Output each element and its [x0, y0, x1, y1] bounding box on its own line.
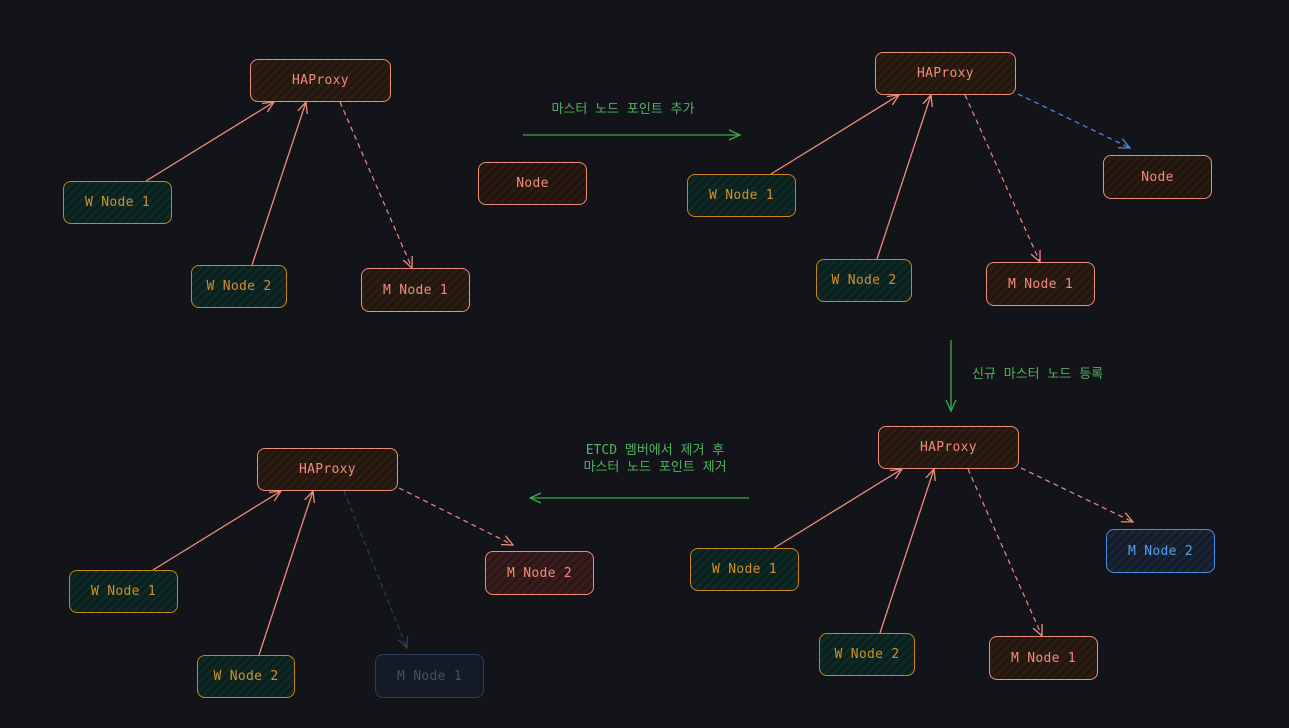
- p3-worker-node-1[interactable]: W Node 1: [690, 548, 799, 591]
- p1-w2-to-haproxy-arrow: [251, 102, 306, 266]
- p2-worker-node-1[interactable]: W Node 1: [687, 174, 796, 217]
- p2-haproxy-label: HAProxy: [917, 66, 974, 81]
- standalone-new-node[interactable]: Node: [478, 162, 587, 205]
- p2-new-node-label: Node: [1141, 169, 1174, 185]
- p3-haproxy-node[interactable]: HAProxy: [878, 426, 1019, 469]
- p4-worker-node-1[interactable]: W Node 1: [69, 570, 178, 613]
- step1-label: 마스터 노드 포인트 추가: [551, 102, 695, 117]
- p2-master-node-1-label: M Node 1: [1007, 276, 1073, 292]
- p4-master-node-1-removed[interactable]: M Node 1: [375, 654, 484, 698]
- step3-label: ETCD 멤버에서 제거 후 마스터 노드 포인트 제거: [560, 442, 750, 476]
- p1-master-node-1-label: M Node 1: [382, 282, 448, 298]
- step3-label-line1: ETCD 멤버에서 제거 후: [585, 443, 725, 458]
- p1-worker-node-1-label: W Node 1: [84, 195, 150, 210]
- p1-haproxy-label: HAProxy: [292, 73, 349, 88]
- p2-haproxy-to-node-arrow: [1017, 93, 1130, 148]
- p3-worker-node-2[interactable]: W Node 2: [819, 633, 915, 676]
- p4-haproxy-to-m2-arrow: [398, 487, 513, 545]
- p4-worker-node-2[interactable]: W Node 2: [197, 655, 295, 698]
- p1-worker-node-2-label: W Node 2: [206, 279, 272, 294]
- step2-label: 신규 마스터 노드 등록: [972, 367, 1104, 382]
- p3-haproxy-to-m1-arrow: [967, 468, 1042, 636]
- p4-w2-to-haproxy-arrow: [258, 491, 313, 656]
- p3-master-node-1[interactable]: M Node 1: [989, 636, 1098, 680]
- p4-master-node-1-label: M Node 1: [396, 668, 462, 684]
- p4-haproxy-to-m1-faded-arrow: [343, 490, 407, 648]
- p1-haproxy-node[interactable]: HAProxy: [250, 59, 391, 102]
- p1-w1-to-haproxy-arrow: [145, 102, 274, 182]
- p3-master-node-2[interactable]: M Node 2: [1106, 529, 1215, 573]
- p2-w2-to-haproxy-arrow: [876, 95, 931, 260]
- p4-worker-node-2-label: W Node 2: [213, 669, 279, 684]
- p3-haproxy-to-m2-arrow: [1020, 467, 1133, 522]
- p3-haproxy-label: HAProxy: [920, 440, 977, 455]
- p2-new-node[interactable]: Node: [1103, 155, 1212, 199]
- p1-master-node-1[interactable]: M Node 1: [361, 268, 470, 312]
- p4-w1-to-haproxy-arrow: [152, 491, 281, 571]
- p4-haproxy-node[interactable]: HAProxy: [257, 448, 398, 491]
- p2-worker-node-2[interactable]: W Node 2: [816, 259, 912, 302]
- p3-worker-node-1-label: W Node 1: [711, 562, 777, 577]
- p2-w1-to-haproxy-arrow: [770, 95, 899, 175]
- p1-worker-node-1[interactable]: W Node 1: [63, 181, 172, 224]
- p4-master-node-2-label: M Node 2: [506, 565, 572, 581]
- p3-master-node-2-label: M Node 2: [1127, 543, 1193, 559]
- standalone-new-node-label: Node: [516, 176, 549, 191]
- p2-master-node-1[interactable]: M Node 1: [986, 262, 1095, 306]
- p2-worker-node-2-label: W Node 2: [831, 273, 897, 288]
- p1-haproxy-to-m1-arrow: [339, 101, 412, 268]
- p4-master-node-2[interactable]: M Node 2: [485, 551, 594, 595]
- p4-haproxy-label: HAProxy: [299, 462, 356, 477]
- p2-haproxy-to-m1-arrow: [964, 94, 1040, 262]
- p3-w1-to-haproxy-arrow: [773, 469, 902, 549]
- p4-worker-node-1-label: W Node 1: [90, 584, 156, 599]
- p2-haproxy-node[interactable]: HAProxy: [875, 52, 1016, 95]
- p3-master-node-1-label: M Node 1: [1010, 650, 1076, 666]
- p3-worker-node-2-label: W Node 2: [834, 647, 900, 662]
- p2-worker-node-1-label: W Node 1: [708, 188, 774, 203]
- p3-w2-to-haproxy-arrow: [879, 469, 934, 634]
- p1-worker-node-2[interactable]: W Node 2: [191, 265, 287, 308]
- step3-label-line2: 마스터 노드 포인트 제거: [583, 460, 727, 475]
